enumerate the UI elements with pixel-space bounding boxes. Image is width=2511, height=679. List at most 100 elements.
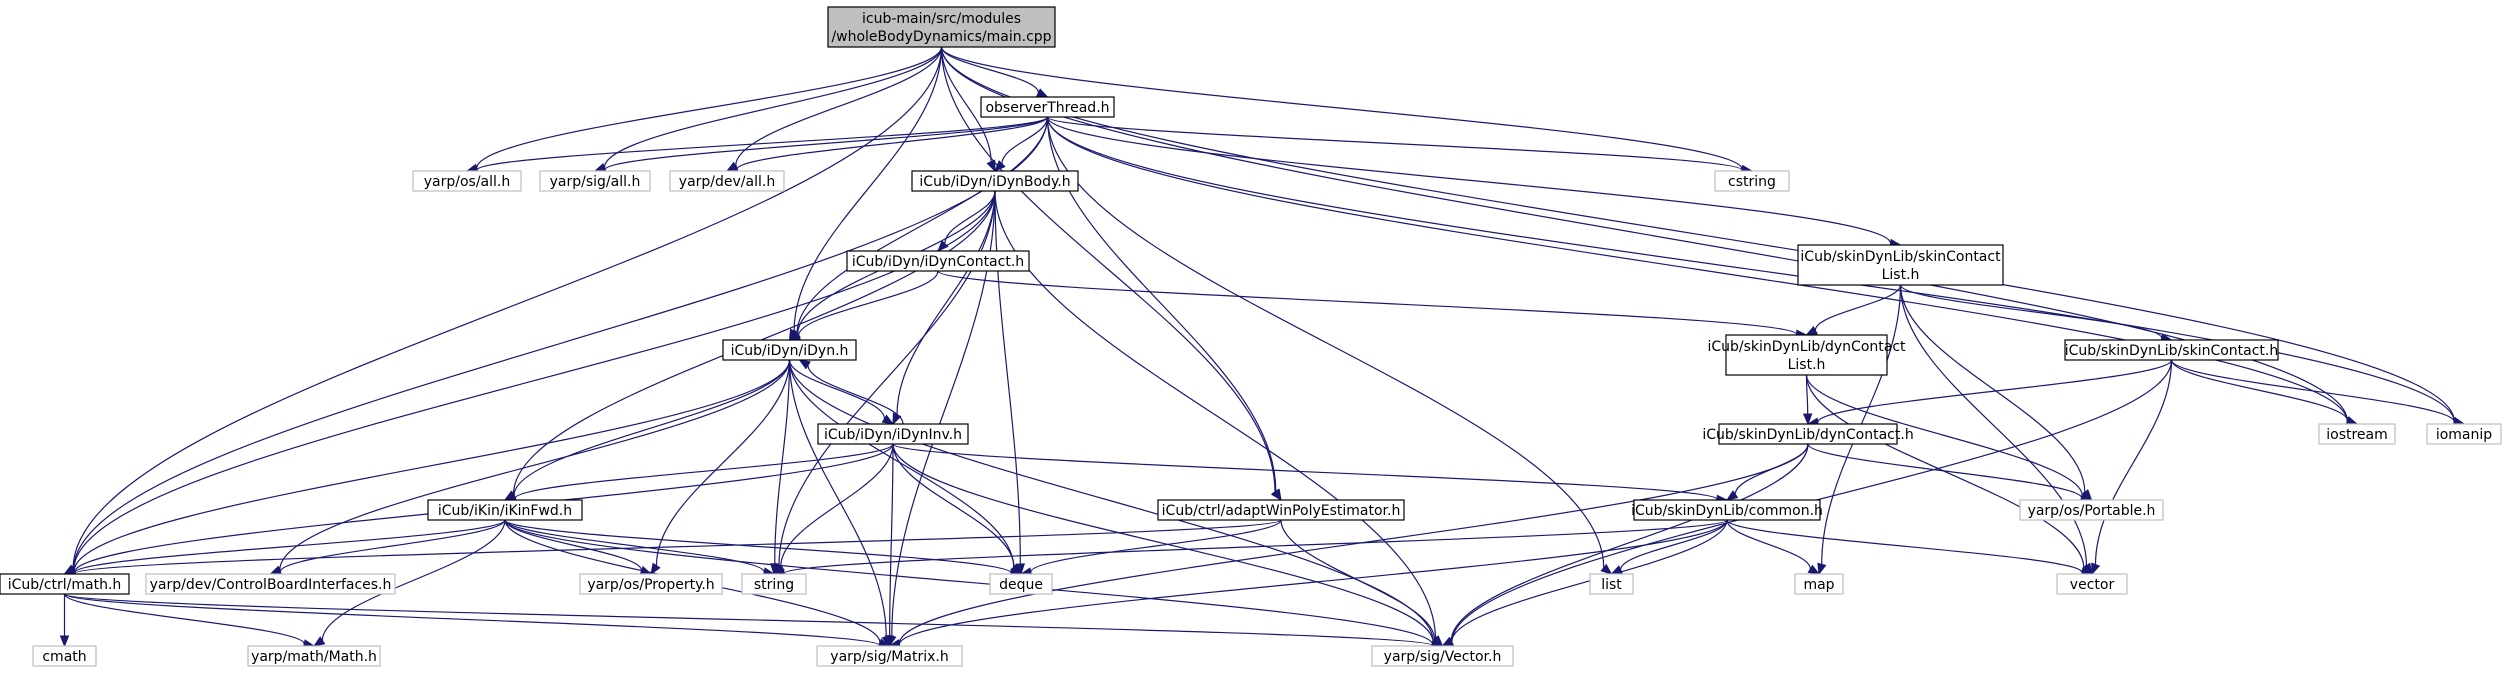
node-label: cstring	[1728, 174, 1776, 190]
edge-idynbody-to-vectorh	[994, 190, 1444, 647]
arrowhead	[312, 636, 326, 647]
node-main[interactable]: icub-main/src/modules/wholeBodyDynamics/…	[827, 6, 1056, 48]
node-property: yarp/os/Property.h	[579, 573, 723, 595]
node-box	[827, 6, 1056, 48]
arrowhead	[884, 635, 895, 648]
edge-line	[1807, 443, 2083, 499]
edge-line	[1899, 284, 2088, 566]
edge-idynbody-to-deque	[994, 190, 1026, 576]
edge-ctrlmath-to-ymath	[63, 593, 316, 649]
node-box	[1725, 334, 1888, 376]
node-ctrlmath[interactable]: iCub/ctrl/math.h	[0, 573, 130, 595]
node-idynbody[interactable]: iCub/iDyn/iDynBody.h	[911, 170, 1079, 192]
node-label: yarp/sig/Vector.h	[1384, 649, 1502, 665]
node-box	[145, 573, 396, 595]
edge-line	[788, 359, 886, 419]
node-box	[2318, 423, 2396, 445]
arrowhead	[1271, 488, 1282, 502]
node-ydev_all: yarp/dev/all.h	[669, 170, 785, 192]
edge-dyncontactlist-to-vector	[1805, 374, 2094, 575]
edge-idynbody-to-string	[773, 190, 996, 576]
node-yos_all: yarp/os/all.h	[412, 170, 522, 192]
edge-line	[788, 359, 1015, 568]
node-label: /wholeBodyDynamics/main.cpp	[831, 29, 1051, 45]
node-idyninv[interactable]: iCub/iDyn/iDynInv.h	[817, 423, 969, 445]
edge-line	[1805, 374, 2083, 497]
edge-idyn-to-property	[650, 359, 791, 576]
arrowhead	[798, 359, 811, 370]
node-label: string	[754, 577, 794, 593]
edge-line	[937, 270, 1798, 335]
node-label: iostream	[2326, 427, 2388, 443]
node-vector: vector	[2056, 573, 2128, 595]
edge-line	[1899, 284, 2163, 339]
edge-line	[1046, 116, 1277, 492]
edge-adapt-to-deque	[1019, 519, 1282, 577]
edge-idyncontact-to-idyn	[788, 270, 939, 341]
node-deque: deque	[989, 573, 1053, 595]
edge-line	[780, 443, 894, 567]
node-label: List.h	[1788, 357, 1826, 373]
node-box	[989, 573, 1053, 595]
edge-line	[63, 593, 1434, 647]
node-box	[2426, 423, 2502, 445]
node-dyncontact[interactable]: iCub/skinDynLib/dynContact.h	[1702, 423, 1914, 445]
edge-line	[940, 46, 1276, 492]
node-box	[817, 423, 969, 445]
node-box	[846, 250, 1030, 272]
edge-main-to-iomanip	[940, 46, 2466, 427]
arrowhead	[986, 159, 996, 173]
node-label: yarp/dev/all.h	[679, 174, 775, 190]
node-box	[2064, 339, 2279, 361]
edge-line	[2094, 359, 2173, 565]
node-label: iCub/skinDynLib/dynContact.h	[1702, 427, 1913, 443]
node-box	[0, 573, 130, 595]
node-box	[427, 499, 583, 521]
edge-idyn-to-ctrlmath	[63, 359, 791, 576]
node-iomanip: iomanip	[2426, 423, 2502, 445]
edge-ikinfwd-to-property	[504, 519, 653, 575]
node-label: deque	[999, 577, 1043, 593]
node-box	[2056, 573, 2128, 595]
node-ysig_all: yarp/sig/all.h	[539, 170, 651, 192]
node-idyn[interactable]: iCub/iDyn/iDyn.h	[722, 339, 857, 361]
node-adapt[interactable]: iCub/ctrl/adaptWinPolyEstimator.h	[1157, 499, 1405, 521]
edge-line	[655, 359, 791, 566]
node-label: icub-main/src/modules	[862, 11, 1021, 27]
edge-line	[736, 116, 1049, 170]
node-box	[816, 645, 963, 667]
arrowhead	[1431, 635, 1444, 647]
node-box	[722, 339, 857, 361]
edge-observer-to-idynbody	[994, 116, 1049, 172]
node-iostream: iostream	[2318, 423, 2396, 445]
node-ikinfwd[interactable]: iCub/iKin/iKinFwd.h	[427, 499, 583, 521]
node-skincontact[interactable]: iCub/skinDynLib/skinContact.h	[2064, 339, 2279, 361]
edge-line	[994, 190, 1437, 639]
node-observer[interactable]: observerThread.h	[980, 96, 1115, 118]
node-label: yarp/dev/ControlBoardInterfaces.h	[150, 577, 392, 593]
edge-line	[797, 270, 939, 336]
edge-line	[1726, 519, 1811, 570]
edge-line	[774, 359, 791, 565]
node-label: yarp/sig/Matrix.h	[830, 649, 948, 665]
edge-line	[604, 116, 1049, 171]
node-label: iCub/skinDynLib/dynContact	[1707, 339, 1906, 355]
node-box	[741, 573, 807, 595]
edge-skincontact-to-iostream	[2170, 359, 2359, 426]
edge-line	[940, 46, 1743, 170]
arrowhead	[1817, 562, 1827, 576]
edge-line	[940, 46, 2348, 422]
edge-line	[513, 359, 791, 496]
edges-layer	[59, 46, 2466, 651]
node-common[interactable]: iCub/skinDynLib/common.h	[1631, 499, 1823, 521]
node-label: iCub/iDyn/iDyn.h	[731, 343, 849, 359]
edge-idynbody-to-idyninv	[892, 190, 996, 426]
edge-line	[504, 519, 765, 573]
node-idyncontact[interactable]: iCub/iDyn/iDynContact.h	[846, 250, 1030, 272]
edge-line	[1817, 359, 2173, 423]
node-box	[911, 170, 1079, 192]
node-box	[579, 573, 723, 595]
edge-line	[603, 46, 943, 168]
